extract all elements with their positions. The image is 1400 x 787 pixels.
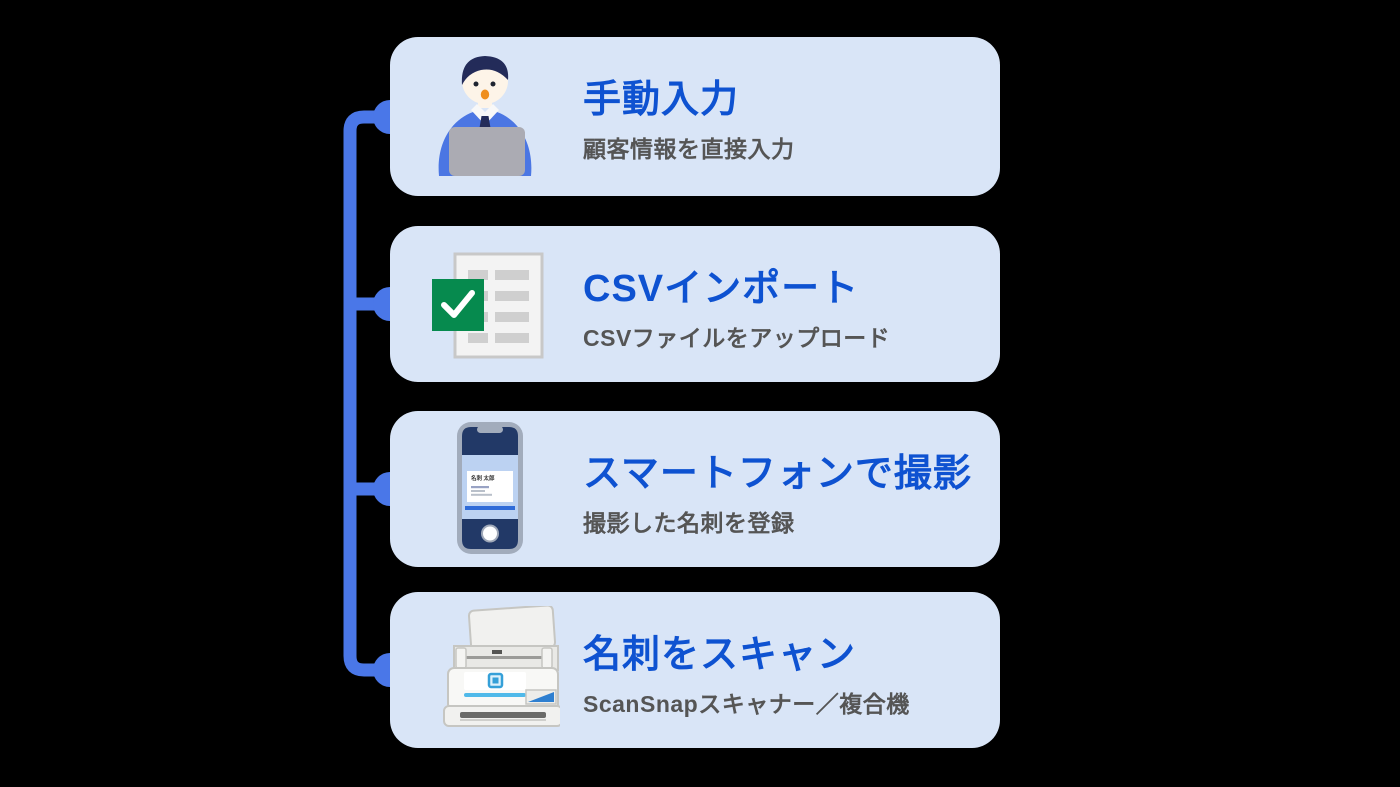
- business-card-name: 名刺 太郎: [471, 474, 495, 482]
- card-scan-business-card: 名刺をスキャン ScanSnapスキャナー／複合機: [390, 592, 1000, 748]
- smartphone-icon: 名刺 太郎: [457, 422, 523, 559]
- phone-notch: [477, 426, 503, 433]
- card-title: 手動入力: [583, 79, 740, 121]
- card-smartphone-capture: 名刺 太郎 スマートフォンで撮影 撮影した名刺を登録: [390, 411, 1000, 567]
- card-csv-import: CSVインポート CSVファイルをアップロード: [390, 226, 1000, 382]
- scanner-icon: [430, 604, 563, 733]
- check-badge: [432, 279, 484, 331]
- scan-line: [465, 506, 515, 510]
- output-slot: [460, 712, 546, 718]
- check-icon: [441, 290, 475, 318]
- card-subtitle: CSVファイルをアップロード: [583, 325, 891, 351]
- csv-document-check-icon: [427, 251, 547, 366]
- shutter-button: [481, 524, 499, 543]
- card-title: 名刺をスキャン: [583, 634, 857, 676]
- connector-line: [343, 110, 397, 677]
- card-subtitle: ScanSnapスキャナー／複合機: [583, 691, 910, 717]
- person-typing-icon: [435, 54, 545, 181]
- scan-slot-light: [464, 693, 526, 697]
- card-title: CSVインポート: [583, 268, 860, 310]
- card-subtitle: 顧客情報を直接入力: [583, 136, 795, 162]
- card-title: スマートフォンで撮影: [583, 453, 972, 495]
- card-subtitle: 撮影した名刺を登録: [583, 510, 795, 536]
- card-manual-input: 手動入力 顧客情報を直接入力: [390, 37, 1000, 196]
